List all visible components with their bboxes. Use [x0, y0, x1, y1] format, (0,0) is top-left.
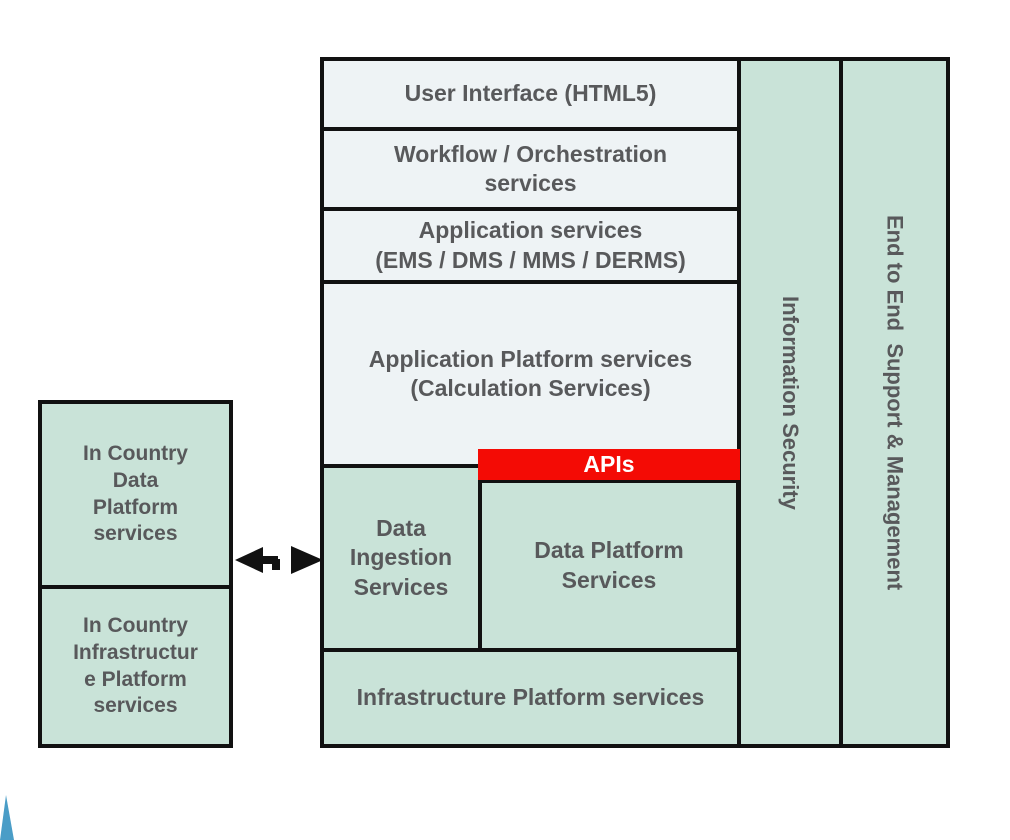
infrastructure-platform-box: Infrastructure Platform services [320, 648, 741, 748]
corner-triangle-decoration [0, 795, 14, 840]
in-country-infrastructure-platform-box: In Country Infrastructur e Platform serv… [38, 585, 233, 748]
data-ingestion-box: Data Ingestion Services [320, 464, 482, 652]
end-to-end-support-column: End to End Support & Management [839, 57, 950, 748]
data-platform-box: Data Platform Services [478, 479, 740, 652]
double-arrow-icon [235, 546, 323, 574]
end-to-end-support-label: End to End Support & Management [882, 214, 908, 591]
apis-bar: APIs [478, 449, 740, 480]
application-platform-box: Application Platform services (Calculati… [320, 280, 741, 468]
user-interface-box: User Interface (HTML5) [320, 57, 741, 131]
information-security-column: Information Security [737, 57, 843, 748]
information-security-label: Information Security [778, 295, 804, 510]
workflow-orchestration-box: Workflow / Orchestration services [320, 127, 741, 211]
in-country-data-platform-box: In Country Data Platform services [38, 400, 233, 589]
application-services-box: Application services (EMS / DMS / MMS / … [320, 207, 741, 284]
